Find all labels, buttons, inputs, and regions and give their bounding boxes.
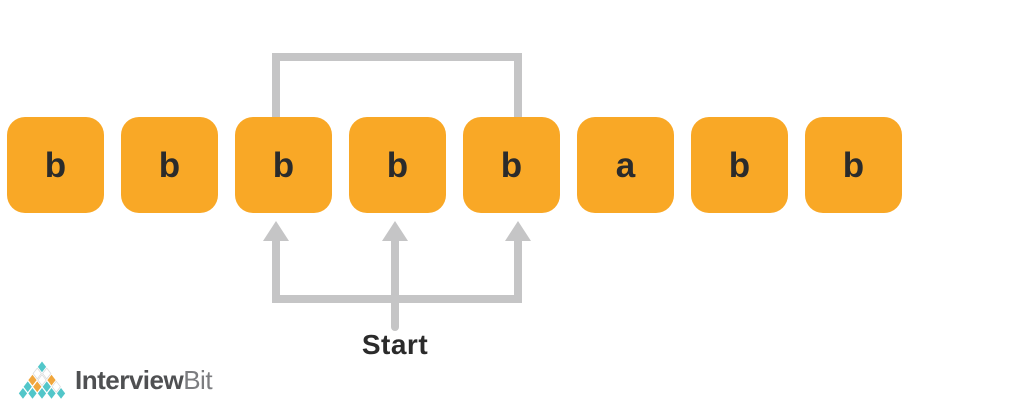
cell-letter: b xyxy=(842,145,865,185)
cell-letter: b xyxy=(44,145,67,185)
array-cell: b xyxy=(463,117,560,213)
cell-letter: a xyxy=(615,145,636,185)
pointer-arrow-head-left xyxy=(263,221,289,241)
pointer-arrow-head-middle xyxy=(382,221,408,241)
array-row: b b b b b a b b xyxy=(7,117,902,213)
array-cell: b xyxy=(349,117,446,213)
cell-letter: b xyxy=(272,145,295,185)
array-cell: b xyxy=(7,117,104,213)
diamond-pyramid-icon xyxy=(18,360,66,399)
array-cell: b xyxy=(805,117,902,213)
cell-letter: b xyxy=(158,145,181,185)
cell-letter: b xyxy=(500,145,523,185)
array-cell: a xyxy=(577,117,674,213)
array-cell: b xyxy=(121,117,218,213)
logo-wordmark: InterviewBit xyxy=(75,360,213,400)
array-cell: b xyxy=(235,117,332,213)
pointer-arrow-head-right xyxy=(505,221,531,241)
start-label: Start xyxy=(361,329,429,360)
array-cell: b xyxy=(691,117,788,213)
cell-letter: b xyxy=(728,145,751,185)
logo-text-bit: Bit xyxy=(183,365,213,395)
logo-text-interview: Interview xyxy=(75,365,184,395)
top-bracket-connector xyxy=(272,53,522,117)
cell-letter: b xyxy=(386,145,409,185)
pointer-arrow-stem-right xyxy=(514,240,522,303)
bottom-connector-line xyxy=(272,295,522,303)
interviewbit-logo: InterviewBit xyxy=(18,360,213,400)
pointer-arrow-stem-left xyxy=(272,240,280,303)
pointer-arrow-stem-middle xyxy=(391,240,399,331)
